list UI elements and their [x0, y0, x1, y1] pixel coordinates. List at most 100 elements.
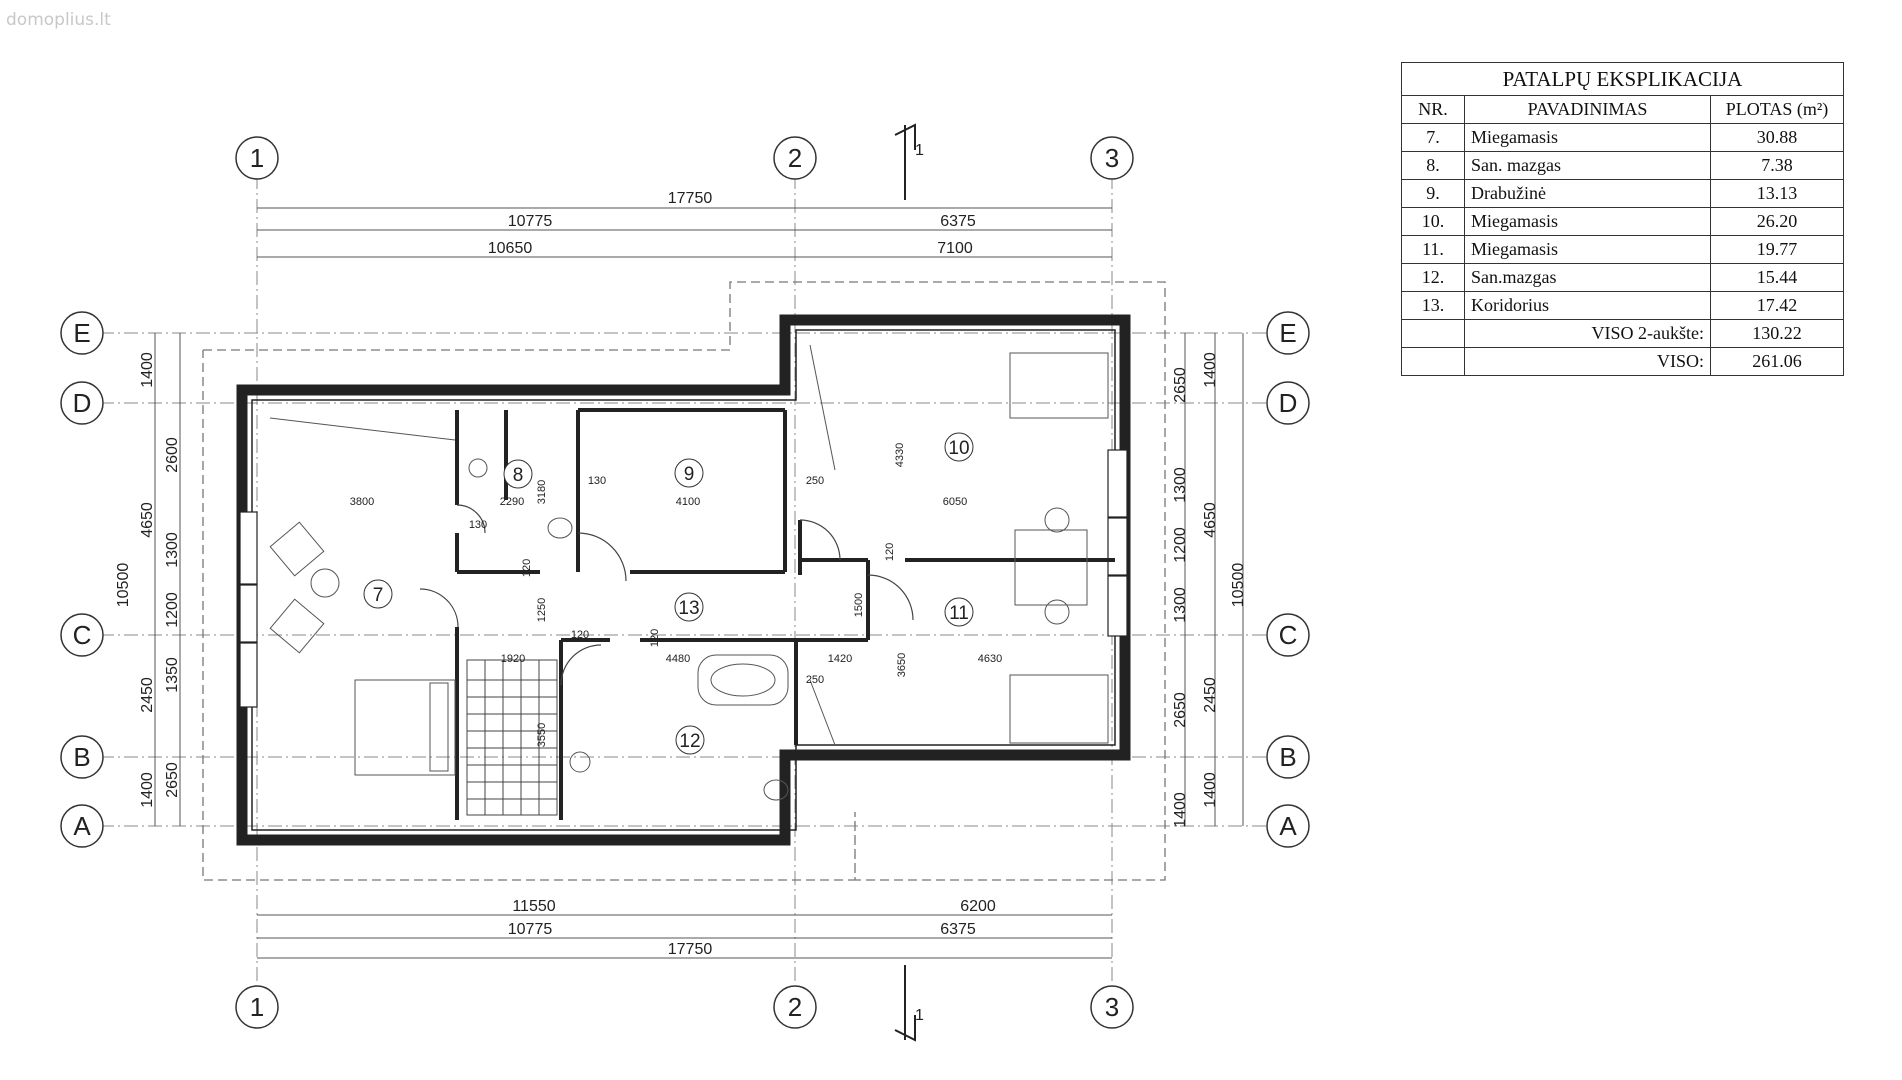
dim-interior: 250	[806, 674, 824, 686]
dim-left-part: 1400	[139, 352, 156, 388]
row-name: Koridorius	[1464, 291, 1711, 320]
dim-left-part: 1400	[139, 772, 156, 808]
dim-left-total: 10500	[115, 563, 132, 608]
axis-col-3-bottom: 3	[1105, 992, 1119, 1022]
interior-walls	[455, 408, 1115, 820]
room-9: 9	[684, 464, 695, 485]
row-nr: 11.	[1401, 235, 1465, 264]
axis-bubbles	[60, 136, 1310, 1029]
axis-col-1-bottom: 1	[250, 992, 264, 1022]
room-markers	[363, 432, 974, 755]
dim-left-part: 2650	[164, 762, 181, 798]
total-value: 261.06	[1710, 347, 1844, 376]
dim-right-part: 1400	[1202, 352, 1219, 388]
row-area: 13.13	[1710, 179, 1844, 208]
dim-interior: 2290	[500, 496, 524, 508]
subtotal-value: 130.22	[1710, 319, 1844, 348]
header-name: PAVADINIMAS	[1464, 95, 1711, 124]
row-nr: 7.	[1401, 123, 1465, 152]
section-mark-bottom: 1	[915, 1007, 924, 1024]
dim-interior: 130	[588, 475, 606, 487]
dim-top-right2: 7100	[937, 240, 973, 257]
dim-interior: 6050	[943, 496, 967, 508]
section-marks	[894, 123, 916, 1042]
room-numbers: 7 8 9 10 11 12 13	[373, 438, 970, 752]
row-area: 26.20	[1710, 207, 1844, 236]
room-11: 11	[949, 603, 969, 624]
row-nr: 10.	[1401, 207, 1465, 236]
table-title: PATALPŲ EKSPLIKACIJA	[1401, 62, 1844, 96]
row-nr: 13.	[1401, 291, 1465, 320]
axis-row-d-left: D	[73, 388, 92, 418]
dim-bottom-right2: 6375	[940, 921, 976, 938]
axis-row-b-right: B	[1279, 742, 1296, 772]
dim-left-mid: 4650	[139, 502, 156, 538]
walls	[236, 314, 1131, 846]
dim-bottom-left1: 11550	[512, 898, 555, 915]
dim-left-part: 1300	[164, 532, 181, 568]
row-nr: 9.	[1401, 179, 1465, 208]
dim-right-part: 1400	[1172, 792, 1189, 828]
dim-interior: 3650	[896, 653, 908, 677]
dim-interior: 3180	[536, 480, 548, 504]
row-nr: 12.	[1401, 263, 1465, 292]
furniture	[269, 344, 1109, 801]
dim-interior: 120	[649, 629, 661, 647]
axis-row-e-left: E	[73, 318, 90, 348]
dim-top-left2: 10650	[488, 240, 533, 257]
dim-interior: 4100	[676, 496, 700, 508]
interior-dimensions: 3800 2290 130 3180 130 4100 250 6050 433…	[350, 443, 1002, 747]
axis-labels: 1 2 3 1 2 3 E D C B A E D C B A	[73, 143, 1298, 1022]
room-explication-table: PATALPŲ EKSPLIKACIJA NR. PAVADINIMAS PLO…	[1401, 62, 1844, 376]
total-label: VISO:	[1464, 347, 1711, 376]
dim-right-total: 10500	[1230, 563, 1247, 608]
dim-top-left: 10775	[508, 213, 553, 230]
axis-row-b-left: B	[73, 742, 90, 772]
doors	[419, 504, 914, 686]
row-area: 15.44	[1710, 263, 1844, 292]
dimension-lines	[154, 207, 1244, 959]
dim-right-part: 2450	[1202, 677, 1219, 713]
dim-interior: 120	[521, 559, 533, 577]
row-name: Miegamasis	[1464, 235, 1711, 264]
dim-right-part: 1300	[1172, 587, 1189, 623]
room-13: 13	[678, 598, 699, 619]
axis-col-2-top: 2	[788, 143, 802, 173]
dim-bottom-left2: 10775	[508, 921, 553, 938]
dim-bottom-total: 17750	[668, 941, 713, 958]
axis-col-3-top: 3	[1105, 143, 1119, 173]
axis-col-2-bottom: 2	[788, 992, 802, 1022]
dim-left-part: 1350	[164, 657, 181, 693]
row-name: Drabužinė	[1464, 179, 1711, 208]
room-12: 12	[679, 731, 700, 752]
grid-lines	[100, 175, 1270, 985]
dim-interior: 4480	[666, 653, 690, 665]
dim-right-part: 2650	[1172, 692, 1189, 728]
dim-interior: 1420	[828, 653, 852, 665]
header-nr: NR.	[1401, 95, 1465, 124]
dimension-texts: 17750 10775 6375 10650 7100 11550 6200 1…	[488, 190, 996, 958]
room-8: 8	[513, 465, 524, 486]
watermark: domoplius.lt	[6, 10, 111, 30]
axis-row-d-right: D	[1279, 388, 1298, 418]
dim-right-part: 1200	[1172, 527, 1189, 563]
axis-row-a-left: A	[73, 811, 91, 841]
header-area: PLOTAS (m²)	[1710, 95, 1844, 124]
dim-right-part: 1300	[1172, 467, 1189, 503]
dim-interior: 130	[469, 519, 487, 531]
dim-left-part: 1200	[164, 592, 181, 628]
dim-interior: 1920	[501, 653, 525, 665]
section-mark-top: 1	[915, 142, 924, 159]
axis-row-a-right: A	[1279, 811, 1297, 841]
dim-bottom-right1: 6200	[960, 898, 996, 915]
row-name: San. mazgas	[1464, 151, 1711, 180]
dim-right-part: 2650	[1172, 367, 1189, 403]
windows	[239, 449, 1128, 708]
